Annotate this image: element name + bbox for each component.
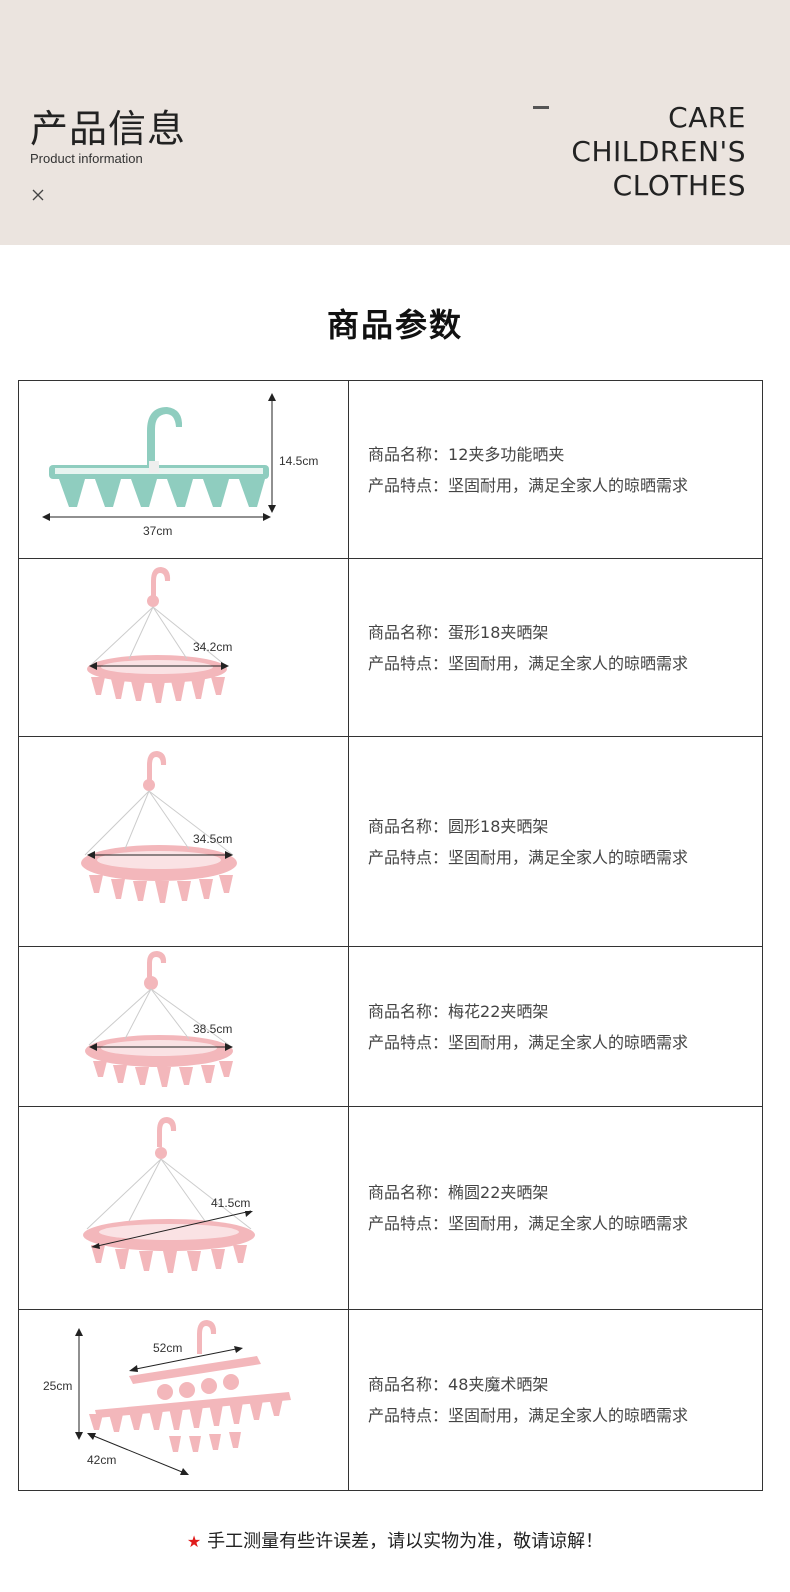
product-feature-line: 产品特点：坚固耐用，满足全家人的晾晒需求 [368, 1400, 762, 1431]
product-info: 商品名称：12夹多功能晒夹 产品特点：坚固耐用，满足全家人的晾晒需求 [349, 381, 762, 558]
footer-note: ★ 手工测量有些许误差，请以实物为准，敬请谅解！ [0, 1527, 790, 1553]
name-label: 商品名称： [368, 622, 449, 642]
footer-note-text: 手工测量有些许误差，请以实物为准，敬请谅解！ [207, 1531, 604, 1552]
name-label: 商品名称： [368, 1183, 449, 1202]
plum-rack-illustration: 38.5cm [85, 951, 233, 1087]
dimension-label: 38.5cm [193, 1022, 232, 1036]
product-feature: 坚固耐用，满足全家人的晾晒需求 [448, 1406, 689, 1425]
product-feature-line: 产品特点：坚固耐用，满足全家人的晾晒需求 [368, 648, 762, 679]
table-row: 41.5cm 商品名称：椭圆22夹晒架 产品特点：坚固耐用，满足全家人的晾晒需求 [19, 1107, 762, 1310]
product-image: 25cm 52cm 42cm [19, 1310, 349, 1490]
product-feature: 坚固耐用，满足全家人的晾晒需求 [448, 653, 689, 673]
product-info: 商品名称：椭圆22夹晒架 产品特点：坚固耐用，满足全家人的晾晒需求 [349, 1107, 762, 1309]
product-name-line: 商品名称：梅花22夹晒架 [368, 996, 762, 1027]
product-name-line: 商品名称：椭圆22夹晒架 [368, 1177, 762, 1208]
care-line: CLOTHES [612, 169, 746, 202]
product-image: 34.5cm [19, 737, 349, 946]
dash-decoration [533, 106, 549, 109]
name-label: 商品名称： [368, 1375, 449, 1394]
product-name-line: 商品名称：12夹多功能晒夹 [368, 439, 762, 470]
product-name: 梅花22夹晒架 [448, 1001, 549, 1021]
name-label: 商品名称： [368, 444, 449, 464]
product-image: 38.5cm [19, 947, 349, 1106]
clip-hanger-teal-illustration: 14.5cm 37cm [42, 393, 318, 538]
dimension-label: 42cm [87, 1453, 116, 1467]
product-feature-line: 产品特点：坚固耐用，满足全家人的晾晒需求 [368, 470, 762, 501]
dimension-label: 34.5cm [193, 832, 232, 846]
spec-table: 14.5cm 37cm 商品名称：12夹多功能晒夹 产品特点：坚固耐用，满足全家… [18, 380, 763, 1491]
product-info: 商品名称：梅花22夹晒架 产品特点：坚固耐用，满足全家人的晾晒需求 [349, 947, 762, 1106]
egg-rack-illustration: 34.2cm [87, 567, 232, 703]
name-label: 商品名称： [368, 1001, 449, 1021]
feature-label: 产品特点： [368, 847, 449, 867]
dimension-label: 14.5cm [279, 454, 318, 468]
product-image: 34.2cm [19, 559, 349, 736]
header-banner: 产品信息 Product information CARE CHILDREN'S… [0, 0, 790, 245]
product-feature-line: 产品特点：坚固耐用，满足全家人的晾晒需求 [368, 842, 762, 873]
star-icon: ★ [186, 1532, 202, 1551]
magic-rack-illustration: 25cm 52cm 42cm [43, 1320, 291, 1475]
product-image: 41.5cm [19, 1107, 349, 1309]
product-feature: 坚固耐用，满足全家人的晾晒需求 [448, 475, 689, 495]
product-name-line: 商品名称：48夹魔术晒架 [368, 1369, 762, 1400]
banner-title-en: Product information [30, 151, 143, 166]
care-line: CHILDREN'S [571, 135, 746, 168]
name-label: 商品名称： [368, 816, 449, 836]
product-info: 商品名称：圆形18夹晒架 产品特点：坚固耐用，满足全家人的晾晒需求 [349, 737, 762, 946]
product-feature-line: 产品特点：坚固耐用，满足全家人的晾晒需求 [368, 1027, 762, 1058]
product-image: 14.5cm 37cm [19, 381, 349, 558]
table-row: 25cm 52cm 42cm 商品名称：48夹魔术晒架 产品特点：坚固耐用，满足… [19, 1310, 762, 1490]
product-feature: 坚固耐用，满足全家人的晾晒需求 [448, 1214, 689, 1233]
product-name: 48夹魔术晒架 [448, 1375, 549, 1394]
dimension-label: 37cm [143, 524, 172, 538]
product-info: 商品名称：48夹魔术晒架 产品特点：坚固耐用，满足全家人的晾晒需求 [349, 1310, 762, 1490]
dimension-label: 41.5cm [211, 1196, 250, 1210]
feature-label: 产品特点： [368, 653, 449, 673]
product-feature: 坚固耐用，满足全家人的晾晒需求 [448, 1032, 689, 1052]
feature-label: 产品特点： [368, 1406, 449, 1425]
product-info: 商品名称：蛋形18夹晒架 产品特点：坚固耐用，满足全家人的晾晒需求 [349, 559, 762, 736]
table-row: 34.2cm 商品名称：蛋形18夹晒架 产品特点：坚固耐用，满足全家人的晾晒需求 [19, 559, 762, 737]
product-name: 椭圆22夹晒架 [448, 1183, 549, 1202]
dimension-label: 34.2cm [193, 640, 232, 654]
table-row: 34.5cm 商品名称：圆形18夹晒架 产品特点：坚固耐用，满足全家人的晾晒需求 [19, 737, 762, 947]
care-line: CARE [668, 101, 746, 134]
table-row: 14.5cm 37cm 商品名称：12夹多功能晒夹 产品特点：坚固耐用，满足全家… [19, 381, 762, 559]
product-feature-line: 产品特点：坚固耐用，满足全家人的晾晒需求 [368, 1208, 762, 1239]
close-icon [32, 189, 44, 201]
dimension-label: 52cm [153, 1341, 182, 1355]
oval-rack-illustration: 41.5cm [83, 1117, 255, 1273]
feature-label: 产品特点： [368, 475, 449, 495]
product-name-line: 商品名称：圆形18夹晒架 [368, 811, 762, 842]
product-name-line: 商品名称：蛋形18夹晒架 [368, 617, 762, 648]
round-rack-illustration: 34.5cm [81, 751, 237, 903]
dimension-label: 25cm [43, 1379, 72, 1393]
product-name: 蛋形18夹晒架 [448, 622, 549, 642]
table-row: 38.5cm 商品名称：梅花22夹晒架 产品特点：坚固耐用，满足全家人的晾晒需求 [19, 947, 762, 1107]
product-color-group [49, 407, 269, 507]
section-title: 商品参数 [326, 306, 463, 344]
feature-label: 产品特点： [368, 1214, 449, 1233]
banner-title-cn: 产品信息 [30, 107, 187, 151]
product-name: 12夹多功能晒夹 [448, 444, 565, 464]
product-feature: 坚固耐用，满足全家人的晾晒需求 [448, 847, 689, 867]
product-name: 圆形18夹晒架 [448, 816, 549, 836]
care-slogan: CARE CHILDREN'S CLOTHES [571, 101, 746, 203]
feature-label: 产品特点： [368, 1032, 449, 1052]
